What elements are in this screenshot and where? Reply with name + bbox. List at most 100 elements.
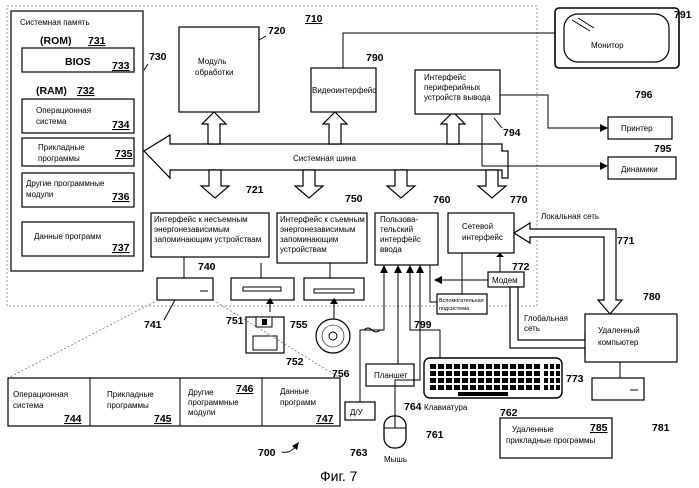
- figure-caption: Фиг. 7: [320, 468, 358, 484]
- keyboard-key: [462, 385, 468, 390]
- removable-label-1: Интерфейс к съемным: [280, 215, 365, 224]
- ram-other-label-2: модули: [26, 190, 53, 199]
- bus-arrow-removable: [295, 170, 323, 198]
- keyboard-key: [470, 378, 476, 383]
- keyboard-key: [518, 378, 524, 383]
- bios-label: BIOS: [65, 56, 91, 68]
- floppy-drive: [231, 278, 294, 300]
- remote-apps-label-1: Удаленные: [512, 425, 554, 434]
- removable-label-2: энергонезависимым: [280, 225, 355, 234]
- peripheral-ref: 794: [503, 127, 521, 139]
- floppy-disk-icon: [246, 317, 284, 353]
- floppy-disk-ref: 752: [286, 356, 304, 368]
- optical-disk-icon: [316, 319, 350, 353]
- keyboard-numpad-key: [544, 371, 548, 376]
- keyboard-key: [486, 364, 492, 369]
- io-device-label: Д/У: [350, 408, 364, 417]
- remote-apps-ref: 785: [590, 422, 608, 434]
- keyboard-key: [486, 378, 492, 383]
- monitor-label: Монитор: [591, 41, 624, 50]
- monitor-screen: [564, 14, 669, 62]
- keyboard-key: [494, 371, 500, 376]
- bottom-apps-label-2: программы: [107, 401, 149, 410]
- bus-arrow-user-input: [387, 170, 415, 198]
- bottom-os-ref: 744: [64, 413, 82, 425]
- monitor-ref: 791: [674, 9, 692, 21]
- keyboard-key: [462, 378, 468, 383]
- keyboard-key: [526, 378, 532, 383]
- keyboard-key: [454, 385, 460, 390]
- bottom-other-label-2: программные: [188, 398, 239, 407]
- keyboard-key: [534, 371, 540, 376]
- nonremovable-ref: 740: [198, 261, 216, 273]
- keyboard-spacebar: [458, 392, 508, 396]
- keyboard-numpad-key: [550, 385, 554, 390]
- keyboard-key: [438, 371, 444, 376]
- keyboard-numpad-key: [556, 385, 560, 390]
- remote-storage: [592, 378, 644, 400]
- processing-unit-ref: 720: [268, 25, 286, 37]
- bottom-os-label-2: система: [13, 401, 44, 410]
- remote-apps-label-2: прикладные программы: [506, 436, 596, 445]
- keyboard-icon: [424, 358, 562, 398]
- bios-ref: 733: [112, 60, 130, 72]
- remote-computer-ref: 780: [643, 291, 661, 303]
- removable-label-3: запоминающим: [280, 235, 338, 244]
- printer-ref: 796: [635, 89, 653, 101]
- keyboard-key: [478, 385, 484, 390]
- ram-label: (RAM): [36, 85, 67, 97]
- keyboard-key: [430, 378, 436, 383]
- keyboard-key: [478, 364, 484, 369]
- keyboard-key: [510, 364, 516, 369]
- keyboard-key: [518, 385, 524, 390]
- modem-label: Модем: [492, 276, 518, 285]
- ram-data-label: Данные программ: [34, 232, 101, 241]
- mouse-label: Мышь: [384, 455, 407, 464]
- keyboard-key: [518, 364, 524, 369]
- keyboard-key: [502, 378, 508, 383]
- bus-arrow-video: [323, 112, 347, 144]
- hard-disk-drive: [157, 278, 213, 300]
- aux-label-2: подсистема: [439, 306, 470, 312]
- processing-unit-label-1: Модуль: [198, 57, 226, 66]
- user-input-label-1: Пользова-: [380, 215, 418, 224]
- bottom-data-ref: 747: [316, 413, 334, 425]
- bus-arrow-peripheral: [441, 112, 465, 144]
- keyboard-key: [510, 378, 516, 383]
- bottom-data-label-2: программ: [280, 398, 316, 407]
- nonremovable-label-3: запоминающим устройствам: [154, 235, 261, 244]
- bottom-other-label-1: Другие: [188, 388, 214, 397]
- keyboard-key: [446, 364, 452, 369]
- keyboard-key: [534, 385, 540, 390]
- ram-os-label-1: Операционная: [36, 106, 91, 115]
- ram-apps-ref: 735: [115, 148, 133, 160]
- user-input-label-2: тельский: [380, 225, 413, 234]
- keyboard-key: [446, 371, 452, 376]
- bottom-apps-ref: 745: [154, 413, 172, 425]
- keyboard-numpad-key: [550, 364, 554, 369]
- keyboard-numpad-key: [550, 378, 554, 383]
- bottom-other-label-3: модули: [188, 408, 215, 417]
- keyboard-key: [462, 371, 468, 376]
- user-input-label-4: ввода: [380, 245, 402, 254]
- keyboard-key: [470, 364, 476, 369]
- keyboard-key: [510, 385, 516, 390]
- keyboard-numpad-key: [556, 378, 560, 383]
- ram-os-label-2: система: [36, 117, 67, 126]
- keyboard-key: [526, 371, 532, 376]
- keyboard-key: [430, 385, 436, 390]
- keyboard-key: [534, 378, 540, 383]
- keyboard-key: [454, 364, 460, 369]
- tablet-ref: 764: [404, 401, 422, 413]
- keyboard-key: [446, 385, 452, 390]
- user-input-label-3: интерфейс: [380, 235, 421, 244]
- keyboard-numpad-key: [550, 371, 554, 376]
- network-label-1: Сетевой: [462, 222, 493, 231]
- keyboard-key: [526, 364, 532, 369]
- video-interface-ref: 790: [366, 52, 384, 64]
- keyboard-key: [534, 364, 540, 369]
- keyboard-key: [502, 364, 508, 369]
- keyboard-key: [438, 364, 444, 369]
- global-network-label-2: сеть: [524, 324, 540, 333]
